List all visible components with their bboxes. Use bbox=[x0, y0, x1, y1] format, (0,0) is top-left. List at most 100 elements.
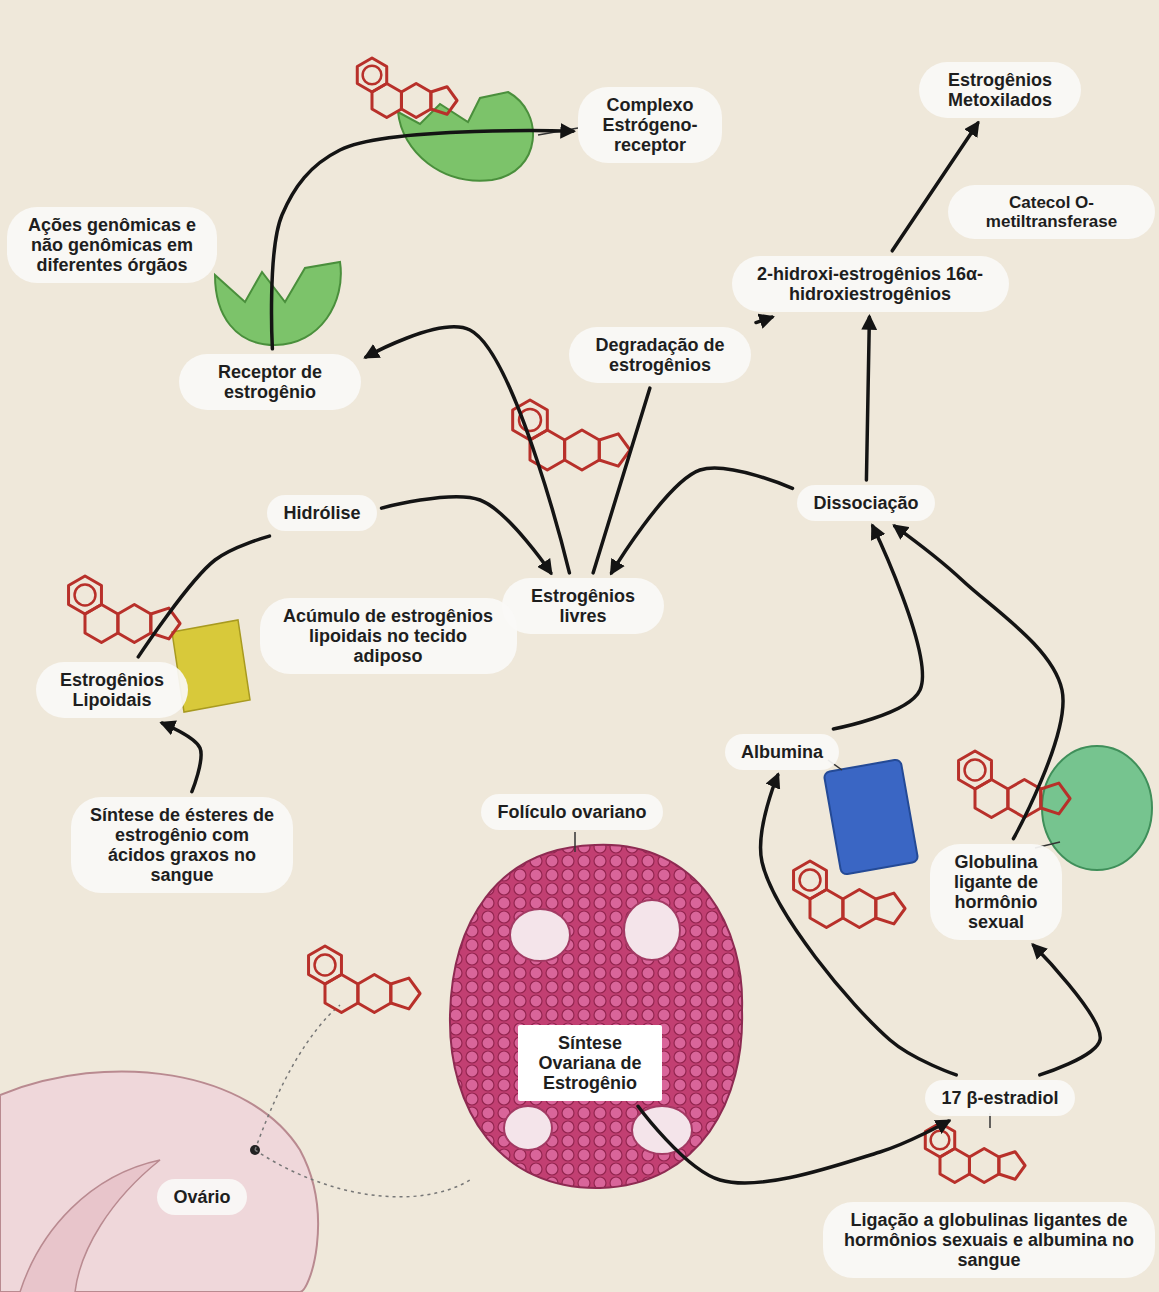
aromatic-ring bbox=[931, 1131, 950, 1150]
node-label: Hidrólise bbox=[283, 503, 360, 523]
steroid-ring bbox=[843, 890, 876, 928]
follicle-cavity bbox=[624, 900, 680, 960]
steroid-ring bbox=[810, 890, 843, 928]
node-label: Folículo ovariano bbox=[497, 802, 646, 822]
sex-hormone-binding-globulin bbox=[1042, 746, 1152, 870]
steroid-ring bbox=[391, 978, 420, 1009]
steroid-ring bbox=[565, 430, 600, 470]
node-label: Ovário bbox=[173, 1187, 230, 1207]
text-bubble: Estrogênios Metoxilados bbox=[919, 62, 1081, 118]
node-label: 17 β-estradiol bbox=[941, 1088, 1058, 1108]
flow-arrow bbox=[638, 1106, 949, 1183]
node-label: Globulina ligante de hormônio sexual bbox=[946, 852, 1046, 933]
node-label: Síntese Ovariana de Estrogênio bbox=[530, 1033, 650, 1093]
node-label: Síntese de ésteres de estrogênio com áci… bbox=[87, 805, 277, 886]
aromatic-ring bbox=[965, 760, 986, 781]
steroid-ring bbox=[431, 87, 457, 115]
flow-arrow bbox=[593, 388, 650, 573]
steroid-molecule bbox=[69, 576, 181, 643]
ovary-shape bbox=[0, 1071, 318, 1292]
steroid-molecule bbox=[925, 1123, 1025, 1183]
process-box: Síntese Ovariana de Estrogênio bbox=[518, 1025, 662, 1101]
node-label: Estrogênios livres bbox=[518, 586, 648, 626]
node-label: Ações genômicas e não genômicas em difer… bbox=[23, 215, 201, 275]
text-bubble: Complexo Estrógeno-receptor bbox=[578, 87, 722, 163]
node-label: Degradação de estrogênios bbox=[585, 335, 735, 375]
node-label: 2-hidroxi-estrogênios 16α-hidroxiestrogê… bbox=[748, 264, 993, 304]
steroid-ring bbox=[85, 605, 118, 643]
steroid-molecule bbox=[794, 861, 906, 928]
text-bubble: Globulina ligante de hormônio sexual bbox=[930, 844, 1062, 941]
text-bubble: Dissociação bbox=[797, 485, 934, 521]
follicle-cavity bbox=[632, 1106, 692, 1154]
text-bubble: Ligação a globulinas ligantes de hormôni… bbox=[823, 1202, 1155, 1278]
node-label: Acúmulo de estrogênios lipoidais no teci… bbox=[276, 606, 501, 666]
text-bubble: Albumina bbox=[725, 734, 839, 770]
follicle-cavity bbox=[504, 1106, 552, 1150]
node-label: Receptor de estrogênio bbox=[195, 362, 345, 402]
follicle-cavity bbox=[510, 909, 570, 961]
aromatic-ring bbox=[315, 955, 336, 976]
steroid-molecule bbox=[357, 58, 457, 118]
steroid-ring bbox=[969, 1149, 998, 1183]
steroid-ring bbox=[325, 975, 358, 1013]
flow-arrow bbox=[162, 723, 201, 792]
steroid-ring bbox=[940, 1149, 969, 1183]
flow-arrow bbox=[866, 317, 869, 480]
flow-arrow bbox=[382, 497, 551, 573]
flow-arrow bbox=[1033, 945, 1100, 1075]
steroid-ring bbox=[599, 434, 630, 466]
albumin-protein bbox=[824, 759, 919, 875]
flow-arrow bbox=[612, 468, 793, 573]
text-bubble: Ovário bbox=[157, 1179, 246, 1215]
text-bubble: Degradação de estrogênios bbox=[569, 327, 751, 383]
text-bubble: Estrogênios livres bbox=[502, 578, 664, 634]
steroid-ring bbox=[876, 893, 905, 924]
steroid-ring bbox=[358, 975, 391, 1013]
dotted-leader bbox=[255, 1150, 470, 1197]
steroid-molecule bbox=[309, 946, 421, 1013]
steroid-ring bbox=[999, 1152, 1025, 1180]
node-label: Complexo Estrógeno-receptor bbox=[594, 95, 706, 155]
flow-arrow bbox=[272, 131, 573, 349]
aromatic-ring bbox=[363, 66, 382, 85]
text-bubble: Receptor de estrogênio bbox=[179, 354, 361, 410]
flow-arrow bbox=[761, 775, 957, 1075]
text-bubble: Acúmulo de estrogênios lipoidais no teci… bbox=[260, 598, 517, 674]
steroid-molecule bbox=[513, 400, 630, 470]
aromatic-ring bbox=[800, 870, 821, 891]
text-bubble: Catecol O-metiltransferase bbox=[948, 185, 1155, 239]
steroid-ring bbox=[975, 780, 1008, 818]
text-bubble: 17 β-estradiol bbox=[925, 1080, 1074, 1116]
aromatic-ring bbox=[75, 585, 96, 606]
estrogen-receptor bbox=[215, 262, 341, 345]
node-label: Albumina bbox=[741, 742, 823, 762]
ovary-fold bbox=[20, 1160, 160, 1292]
leader-line bbox=[574, 832, 576, 852]
text-bubble: Ações genômicas e não genômicas em difer… bbox=[7, 207, 217, 283]
estrogen-receptor-complex bbox=[398, 92, 533, 181]
node-label: Estrogênios Metoxilados bbox=[935, 70, 1065, 110]
flow-arrow bbox=[895, 526, 1063, 839]
flow-arrow bbox=[138, 536, 269, 657]
node-label: Ligação a globulinas ligantes de hormôni… bbox=[839, 1210, 1139, 1270]
steroid-ring bbox=[372, 84, 401, 118]
dotted-leader bbox=[255, 1005, 340, 1150]
flow-arrow bbox=[366, 327, 569, 573]
ovarian-follicle bbox=[450, 845, 742, 1188]
text-bubble: 2-hidroxi-estrogênios 16α-hidroxiestrogê… bbox=[732, 256, 1009, 312]
node-label: Dissociação bbox=[813, 493, 918, 513]
text-bubble: Síntese de ésteres de estrogênio com áci… bbox=[71, 797, 293, 894]
node-label: Estrogênios Lipoidais bbox=[52, 670, 172, 710]
steroid-ring bbox=[1041, 783, 1070, 814]
steroid-ring bbox=[118, 605, 151, 643]
node-label: Catecol O-metiltransferase bbox=[964, 193, 1139, 231]
flow-arrow bbox=[833, 526, 922, 729]
text-bubble: Folículo ovariano bbox=[481, 794, 662, 830]
text-bubble: Hidrólise bbox=[267, 495, 376, 531]
steroid-ring bbox=[401, 84, 430, 118]
text-bubble: Estrogênios Lipoidais bbox=[36, 662, 188, 718]
flow-arrow bbox=[756, 317, 772, 322]
steroid-ring bbox=[1008, 780, 1041, 818]
steroid-molecule bbox=[959, 751, 1071, 818]
